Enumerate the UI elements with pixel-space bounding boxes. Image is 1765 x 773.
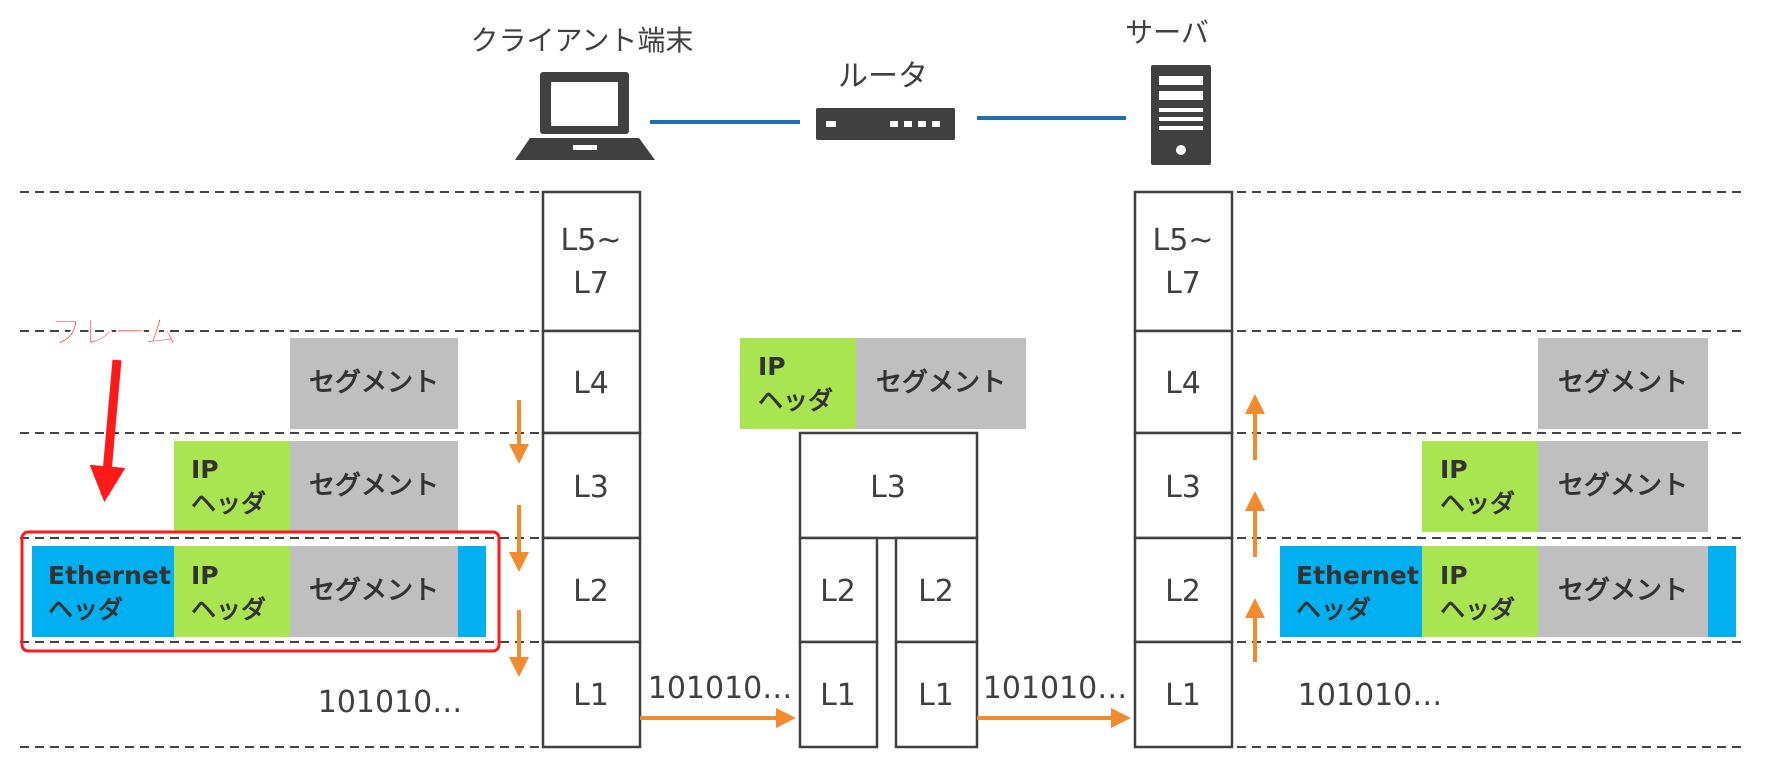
server-l1: L1 (1165, 678, 1201, 713)
right-l2-ip-top: IP (1440, 561, 1468, 590)
client-layer-labels: L5~ L7 L4 L3 L2 L1 (561, 223, 622, 713)
right-l2-ip-bottom: ヘッダ (1440, 595, 1515, 624)
right-bits: 101010… (1298, 678, 1443, 713)
right-l4-segment-label: セグメント (1558, 368, 1688, 398)
right-l2-eth-header (1280, 546, 1422, 637)
left-l2-trailer (458, 546, 486, 637)
client-router-bits: 101010… (648, 671, 793, 706)
server-label: サーバ (1125, 16, 1209, 49)
left-l3-ip-header (174, 441, 290, 532)
right-l3-ip-header (1422, 441, 1538, 532)
router-segment-label: セグメント (876, 368, 1006, 398)
left-l3-ip-bottom: ヘッダ (191, 489, 266, 518)
server-layer-labels: L5~ L7 L4 L3 L2 L1 (1153, 223, 1214, 713)
client-l1: L1 (573, 678, 609, 713)
right-l3-ip-bottom: ヘッダ (1440, 489, 1515, 518)
left-l4-segment (290, 338, 458, 429)
client-l4: L4 (573, 366, 609, 401)
router-l3: L3 (870, 470, 906, 505)
layer-separators (20, 191, 1745, 748)
left-l2-ip-bottom: ヘッダ (191, 595, 266, 624)
router-label: ルータ (838, 59, 928, 94)
router-server-bits: 101010… (983, 671, 1128, 706)
router-l2-right: L2 (918, 574, 954, 609)
server-l2: L2 (1165, 574, 1201, 609)
left-l3-ip-top: IP (191, 455, 219, 484)
client-stack (541, 190, 642, 749)
client-l57-bottom: L7 (573, 266, 609, 301)
left-l4-segment-label: セグメント (309, 368, 439, 398)
right-l4-segment (1538, 338, 1708, 429)
left-bits: 101010… (318, 685, 463, 720)
left-l2-segment (290, 546, 458, 637)
right-l2-eth-top: Ethernet (1296, 561, 1419, 590)
router-ip-header (740, 338, 856, 429)
server-l3: L3 (1165, 470, 1201, 505)
server-l57-top: L5~ (1153, 223, 1214, 258)
router-stack (798, 431, 979, 749)
right-l3-ip-top: IP (1440, 455, 1468, 484)
router-l1-left: L1 (820, 678, 856, 713)
router-l1-right: L1 (918, 678, 954, 713)
right-l2-eth-bottom: ヘッダ (1296, 595, 1371, 624)
laptop-icon (515, 72, 655, 160)
router-segment (856, 338, 1026, 429)
client-l57-top: L5~ (561, 223, 622, 258)
right-l2-segment-label: セグメント (1558, 576, 1688, 606)
frame-callout-arrow (89, 359, 126, 503)
left-l2-ip-top: IP (191, 561, 219, 590)
left-l2-segment-label: セグメント (309, 576, 439, 606)
left-l2-eth-header (32, 546, 174, 637)
right-l3-segment (1538, 441, 1708, 532)
router-layer-labels: L3 L2 L2 L1 L1 (820, 470, 954, 713)
client-l2: L2 (573, 574, 609, 609)
right-l3-segment-label: セグメント (1558, 471, 1688, 501)
left-l2-eth-bottom: ヘッダ (48, 595, 123, 624)
right-l2-ip-header (1422, 546, 1538, 637)
server-l4: L4 (1165, 366, 1201, 401)
server-icon (1151, 65, 1211, 165)
router-ip-bottom: ヘッダ (758, 386, 833, 415)
client-label: クライアント端末 (471, 24, 694, 57)
router-icon (816, 108, 955, 140)
router-l2-left: L2 (820, 574, 856, 609)
left-l2-ip-header (174, 546, 290, 637)
client-l3: L3 (573, 470, 609, 505)
right-l2-trailer (1708, 546, 1736, 637)
frame-callout-label: フレーム (50, 313, 177, 351)
frame-highlight (20, 530, 501, 653)
router-ip-top: IP (758, 352, 786, 381)
server-l57-bottom: L7 (1165, 266, 1201, 301)
right-l2-segment (1538, 546, 1708, 637)
server-stack (1133, 190, 1234, 749)
left-l2-eth-top: Ethernet (48, 561, 171, 590)
left-l3-segment-label: セグメント (309, 471, 439, 501)
left-l3-segment (290, 441, 458, 532)
